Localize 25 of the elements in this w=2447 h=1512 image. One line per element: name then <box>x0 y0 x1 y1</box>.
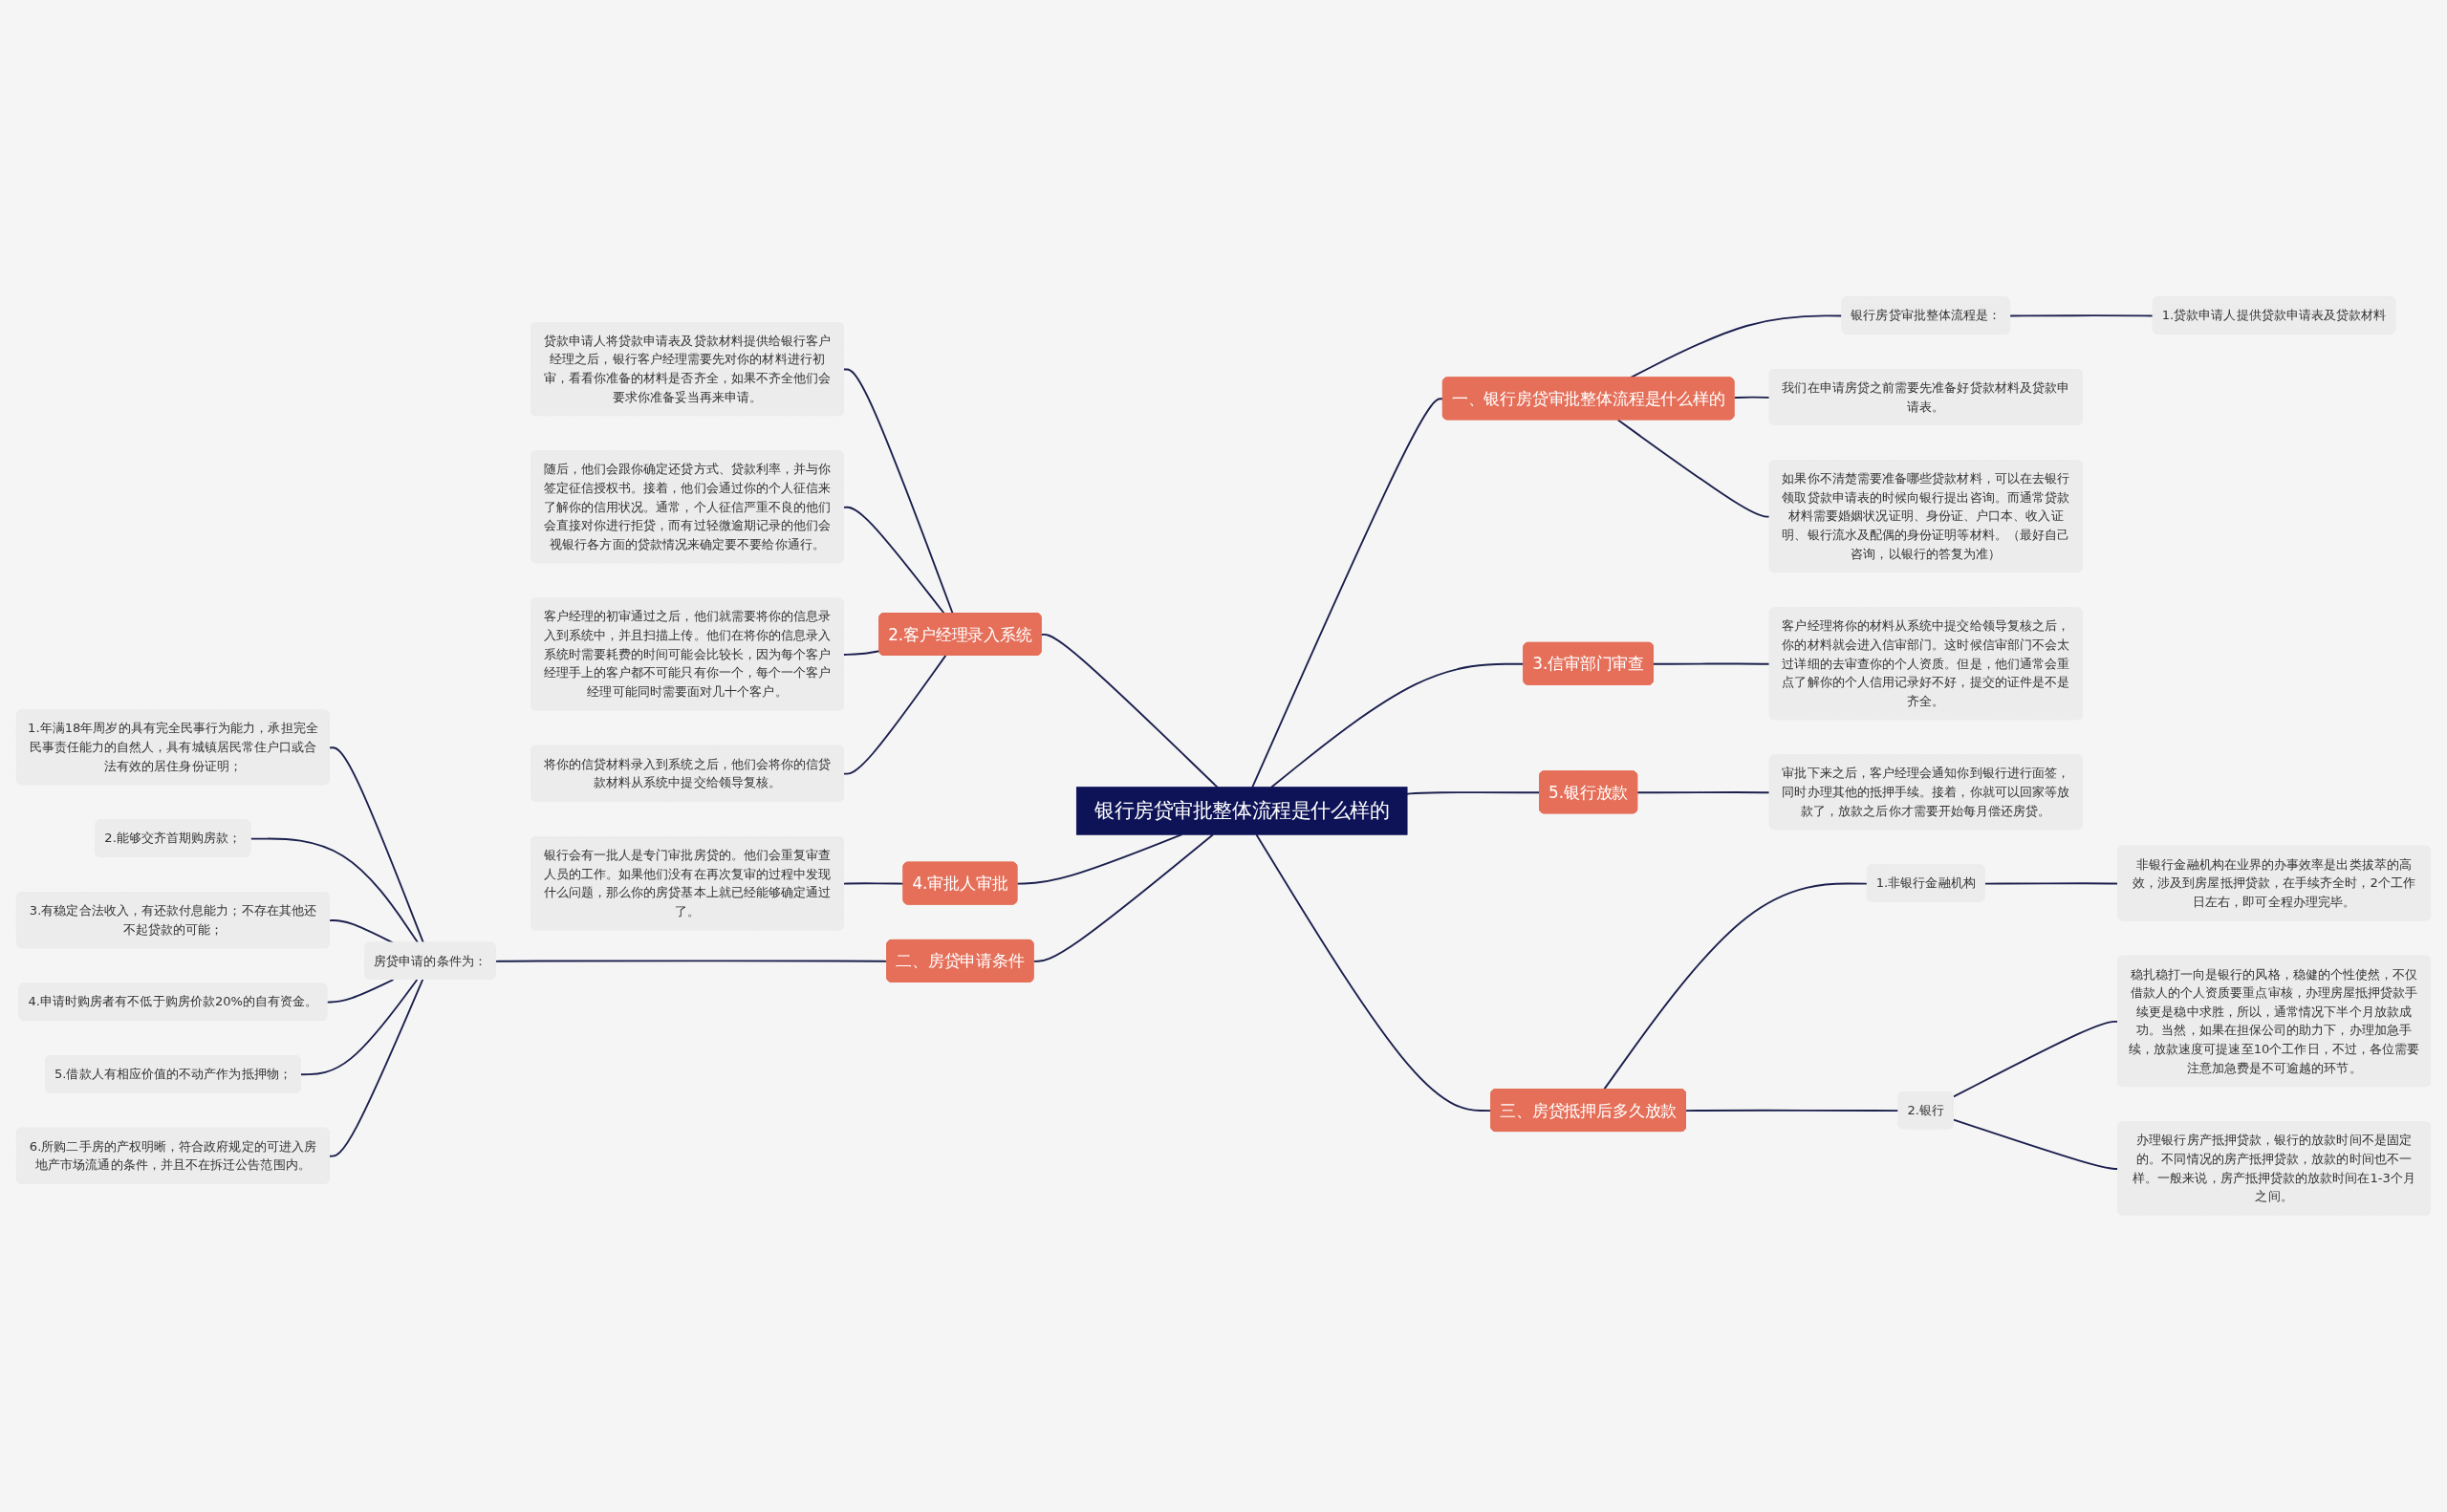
connector <box>843 654 947 775</box>
connector <box>1636 791 1771 794</box>
node-box: 银行房贷审批整体流程是什么样的 <box>1075 787 1408 835</box>
connector <box>843 368 954 615</box>
connector <box>328 979 424 1157</box>
connector <box>843 506 945 615</box>
connector <box>1032 833 1214 962</box>
connector <box>1983 882 2119 885</box>
connector <box>1952 1118 2119 1170</box>
connector <box>2009 314 2155 317</box>
connector <box>249 837 420 944</box>
connector <box>326 979 395 1004</box>
connector <box>1733 396 1771 400</box>
connector <box>1653 662 1771 665</box>
connector <box>843 650 881 656</box>
connector <box>1952 1020 2119 1098</box>
connector <box>1040 633 1219 788</box>
connector <box>1016 833 1183 885</box>
connector <box>299 979 419 1076</box>
connector <box>1685 1109 1900 1112</box>
connector <box>1251 398 1444 788</box>
connector <box>1616 419 1771 518</box>
connector <box>328 919 395 944</box>
connector <box>328 746 424 944</box>
connector <box>843 882 905 885</box>
